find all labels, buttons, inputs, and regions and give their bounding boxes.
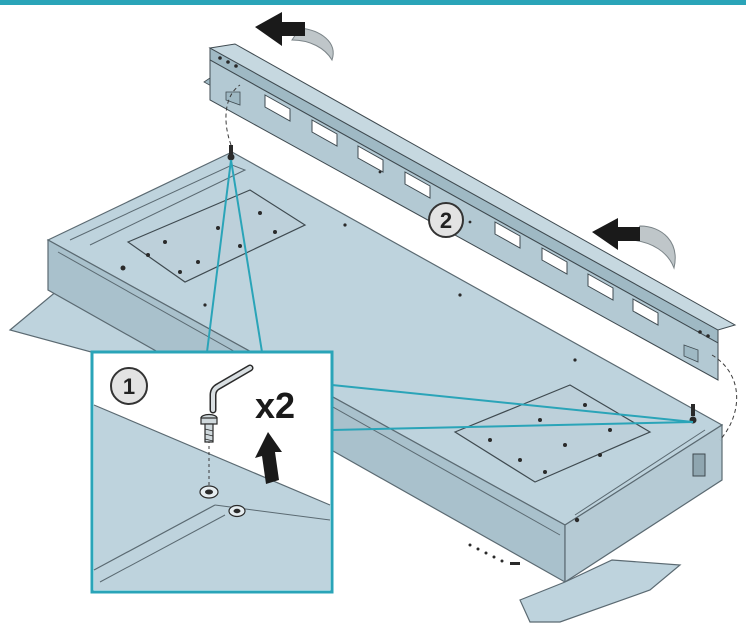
dashed-path-right [711,354,738,441]
panel-screws [120,211,612,474]
step-2-number: 2 [440,208,452,233]
rear-flange [519,559,682,623]
hex-key-icon [209,364,254,414]
step-1-number: 1 [123,374,135,399]
dashed-path-left [225,84,241,146]
rail-screw-left [227,145,235,161]
inner-frame-left [69,164,247,246]
rotate-arrow-icon [592,218,676,270]
mounting-rail [203,43,737,381]
detail-leader-lines [206,159,694,431]
quantity-label: x2 [255,385,295,426]
step-1-callout: 1 [110,367,148,405]
end-wall-connector [692,453,706,477]
screw-icon [200,413,218,443]
rotate-arrow-icon [255,12,334,62]
front-wall-indicators [468,517,580,565]
access-panel-right [453,384,652,483]
enclosure-end-wall [564,423,723,584]
inner-frame-right [574,429,706,516]
top-rule [0,0,746,5]
step-2-callout: 2 [428,202,464,238]
up-arrow-icon [255,432,282,484]
